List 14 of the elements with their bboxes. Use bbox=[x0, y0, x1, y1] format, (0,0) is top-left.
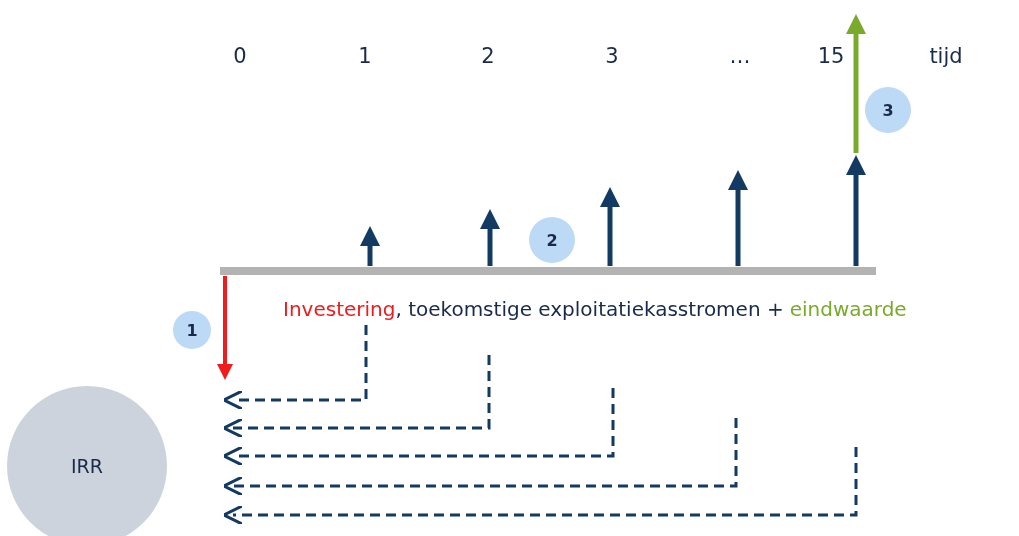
callout-number: 2 bbox=[529, 217, 575, 263]
end-value-label: eindwaarde bbox=[789, 297, 907, 321]
callout-number: 1 bbox=[173, 311, 211, 349]
period-label: … bbox=[729, 44, 751, 68]
period-label: 1 bbox=[358, 44, 372, 68]
period-label: 0 bbox=[233, 44, 247, 68]
cash-flow-label: , toekomstige exploitatiekasstromen + bbox=[395, 297, 784, 321]
callout-number: 3 bbox=[865, 87, 911, 133]
circle-node: IRR bbox=[7, 386, 167, 536]
period-label: 2 bbox=[481, 44, 495, 68]
axis-label: tijd bbox=[929, 44, 963, 68]
period-label: 15 bbox=[817, 44, 845, 68]
period-label: 3 bbox=[605, 44, 619, 68]
investment-label: Investering bbox=[283, 297, 396, 321]
